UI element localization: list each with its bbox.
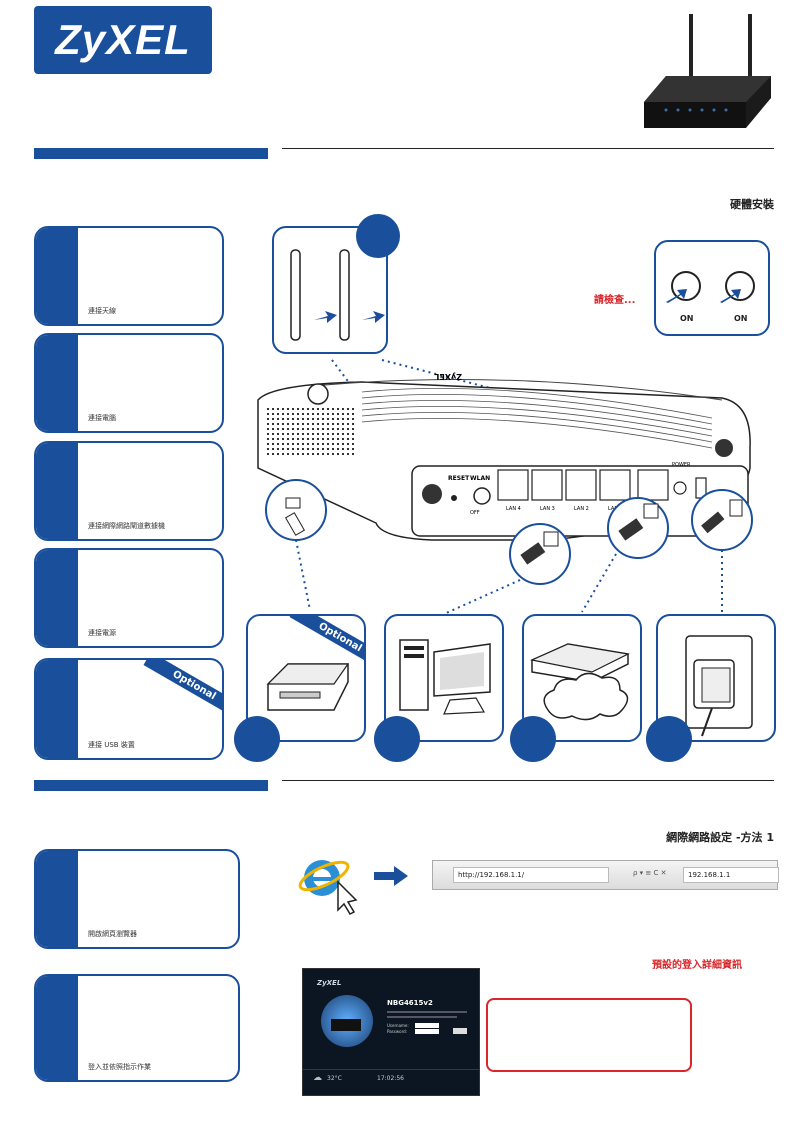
step-card-antenna: 連接天線: [34, 226, 224, 326]
ie-browser-icon: [298, 860, 358, 915]
tab-url: 192.168.1.1: [683, 867, 779, 883]
svg-text:WLAN: WLAN: [470, 475, 490, 482]
router-thumb: [331, 1019, 361, 1031]
svg-text:LAN 2: LAN 2: [574, 506, 589, 512]
svg-text:ZyXEL: ZyXEL: [434, 372, 462, 381]
url-field: http://192.168.1.1/: [453, 867, 609, 883]
step-card-usb: 連接 USB 裝置 Optional: [34, 658, 224, 760]
step-label: 開啟網頁瀏覽器: [88, 930, 137, 938]
svg-text:LAN 3: LAN 3: [540, 506, 555, 512]
password-input: [415, 1029, 439, 1034]
power-switch-panel: ON ON: [654, 240, 770, 336]
login-button: [453, 1028, 467, 1034]
nav-icons: ρ ▾ ≡ C ✕: [633, 869, 667, 877]
login-details-box: [486, 998, 692, 1072]
arrow-right-icon: [374, 866, 408, 886]
browser-address-bar: http://192.168.1.1/ ρ ▾ ≡ C ✕ 192.168.1.…: [432, 860, 779, 890]
step-card-modem: 連接網際網路閘道數據機: [34, 441, 224, 541]
step-label: 連接天線: [88, 307, 116, 315]
step-tab: [36, 851, 78, 947]
step-tab: [36, 660, 78, 758]
login-screen-screenshot: ZyXEL NBG4615v2 Username: Password: ☁ 32…: [302, 968, 480, 1096]
svg-text:OFF: OFF: [470, 510, 480, 516]
desc-line: [387, 1011, 467, 1013]
cloud-icon: ☁: [313, 1073, 322, 1083]
router-back-panel-illustration: RESET WLAN OFF LAN 4 LAN 3 LAN 2 LAN 1 W…: [257, 359, 753, 615]
optional-badge: Optional: [143, 660, 222, 720]
step-tab: [36, 976, 78, 1080]
on-label: ON: [680, 314, 694, 323]
section-divider-line: [282, 780, 774, 781]
step-card-login: 登入並依照指示作業: [34, 974, 240, 1082]
section-divider-bar: [34, 148, 268, 159]
step-marker-circle: [510, 716, 556, 762]
username-input: [415, 1023, 439, 1028]
password-label: Password:: [387, 1029, 408, 1034]
step-card-power: 連接電源: [34, 548, 224, 648]
step-label: 登入並依照指示作業: [88, 1063, 151, 1071]
step-card-open-browser: 開啟網頁瀏覽器: [34, 849, 240, 949]
step-tab: [36, 443, 78, 539]
svg-text:POWER: POWER: [672, 462, 691, 468]
zyxel-logo: ZyXEL: [34, 6, 212, 74]
svg-text:LAN 4: LAN 4: [506, 506, 521, 512]
section-divider-line: [282, 148, 774, 149]
step-label: 連接電源: [88, 629, 116, 637]
step-tab: [36, 550, 78, 646]
step-tab: [36, 228, 78, 324]
section-divider-bar: [34, 780, 268, 791]
step-marker-circle: [356, 214, 400, 258]
power-adapter-icon: [685, 635, 753, 737]
computer-icon: [399, 639, 491, 715]
step-marker-circle: [234, 716, 280, 762]
modem-cloud-icon: [530, 643, 630, 721]
step-marker-circle: [646, 716, 692, 762]
step-tab: [36, 335, 78, 431]
step-marker-circle: [374, 716, 420, 762]
login-brand: ZyXEL: [317, 979, 342, 987]
section-heading-hardware: 硬體安裝: [730, 198, 774, 211]
step-label: 連接 USB 裝置: [88, 741, 135, 749]
printer-icon: [266, 663, 350, 711]
login-time: 17:02:56: [377, 1075, 404, 1082]
on-label: ON: [734, 314, 748, 323]
desc-line: [387, 1016, 457, 1018]
router-product-photo: [644, 14, 771, 128]
login-model: NBG4615v2: [387, 999, 433, 1007]
please-check-text: 請檢查...: [594, 295, 636, 306]
step-label: 連接網際網路閘道數據機: [88, 522, 165, 530]
step-label: 連接電腦: [88, 414, 116, 422]
default-login-heading: 預設的登入詳細資訊: [652, 960, 742, 971]
svg-text:RESET: RESET: [448, 475, 470, 482]
footer-line: [303, 1069, 479, 1070]
username-label: Username:: [387, 1023, 409, 1028]
login-temp: 32°C: [327, 1075, 342, 1082]
section-heading-internet-setup: 網際網路設定 -方法 1: [666, 831, 774, 844]
step-card-computer: 連接電腦: [34, 333, 224, 433]
computer-panel: [384, 614, 504, 742]
